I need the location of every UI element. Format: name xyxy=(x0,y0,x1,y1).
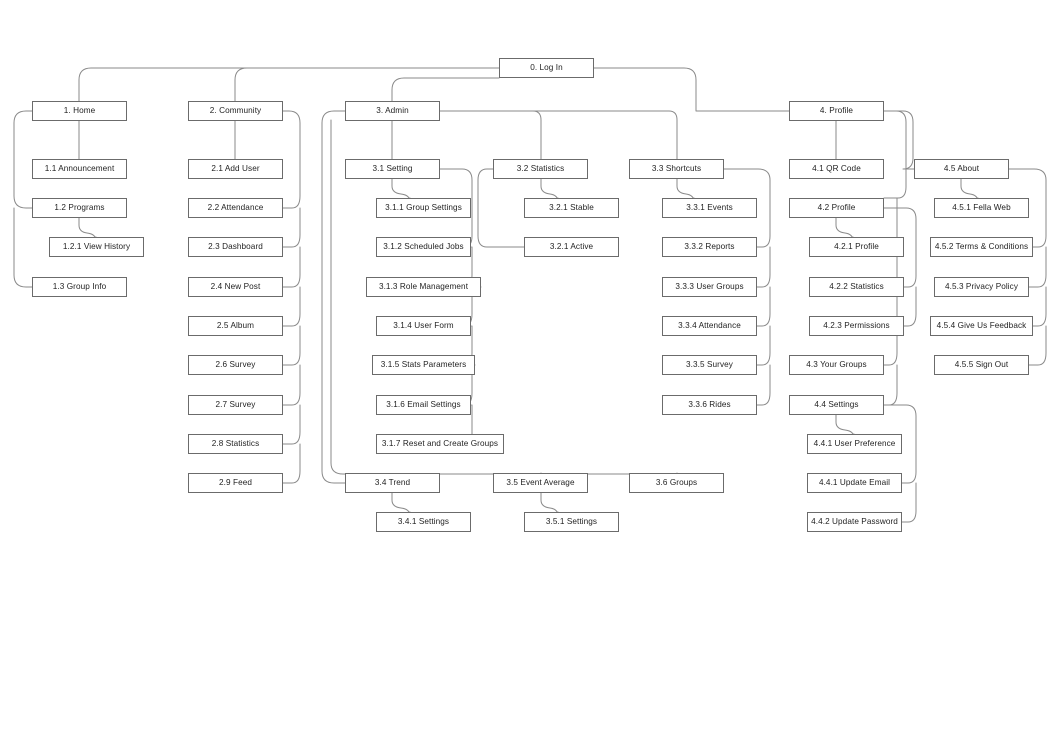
sitemap-node-n4_2_2[interactable]: 4.2.2 Statistics xyxy=(809,277,904,297)
sitemap-node-n2_4[interactable]: 2.4 New Post xyxy=(188,277,283,297)
connector-n4_5-to-n4_5_4 xyxy=(1032,286,1047,327)
sitemap-node-n4_5_2[interactable]: 4.5.2 Terms & Conditions xyxy=(930,237,1033,257)
sitemap-node-n3_1_4[interactable]: 3.1.4 User Form xyxy=(376,316,471,336)
sitemap-node-n3_3_5[interactable]: 3.3.5 Survey xyxy=(662,355,757,375)
sitemap-node-n1_3[interactable]: 1.3 Group Info xyxy=(32,277,127,297)
sitemap-node-n2_3[interactable]: 2.3 Dashboard xyxy=(188,237,283,257)
sitemap-node-n3[interactable]: 3. Admin xyxy=(345,101,440,121)
sitemap-node-n3_2_1a[interactable]: 3.2.1 Stable xyxy=(524,198,619,218)
connector-n3_3-to-n3_3_4 xyxy=(756,286,771,327)
connector-n3-to-n3_4 xyxy=(321,110,346,484)
sitemap-node-n3_3_1[interactable]: 3.3.1 Events xyxy=(662,198,757,218)
connector-n4_4-to-n4_4_2 xyxy=(901,482,917,523)
connector-n4_2-to-n4_2_3 xyxy=(903,286,917,327)
sitemap-node-n3_2[interactable]: 3.2 Statistics xyxy=(493,159,588,179)
connector-n0-to-n3 xyxy=(391,77,500,102)
connector-n0-to-n4 xyxy=(593,67,790,112)
sitemap-node-n3_6[interactable]: 3.6 Groups xyxy=(629,473,724,493)
sitemap-node-n3_4[interactable]: 3.4 Trend xyxy=(345,473,440,493)
sitemap-node-n3_4_1[interactable]: 3.4.1 Settings xyxy=(376,512,471,532)
sitemap-node-n4_3[interactable]: 4.3 Your Groups xyxy=(789,355,884,375)
sitemap-node-n4_4_1a[interactable]: 4.4.1 User Preference xyxy=(807,434,902,454)
sitemap-node-n4_4_2[interactable]: 4.4.2 Update Password xyxy=(807,512,902,532)
sitemap-node-n2_9[interactable]: 2.9 Feed xyxy=(188,473,283,493)
sitemap-node-n2[interactable]: 2. Community xyxy=(188,101,283,121)
connector-n4-to-n4_4 xyxy=(883,364,898,406)
sitemap-node-n3_2_1b[interactable]: 3.2.1 Active xyxy=(524,237,619,257)
sitemap-node-n3_5[interactable]: 3.5 Event Average xyxy=(493,473,588,493)
connector-n0-to-n1 xyxy=(78,67,500,102)
sitemap-node-n1_2[interactable]: 1.2 Programs xyxy=(32,198,127,218)
sitemap-node-n4_1[interactable]: 4.1 QR Code xyxy=(789,159,884,179)
connector-n2-to-n2_3 xyxy=(282,207,301,248)
sitemap-node-n3_3_4[interactable]: 3.3.4 Attendance xyxy=(662,316,757,336)
sitemap-node-n4_5[interactable]: 4.5 About xyxy=(914,159,1009,179)
sitemap-node-n3_3_6[interactable]: 3.3.6 Rides xyxy=(662,395,757,415)
sitemap-node-n3_1_1[interactable]: 3.1.1 Group Settings xyxy=(376,198,471,218)
connector-n2-to-n2_5 xyxy=(282,286,301,327)
connector-n2-to-n2_2 xyxy=(282,110,301,209)
sitemap-node-n4_5_5[interactable]: 4.5.5 Sign Out xyxy=(934,355,1029,375)
sitemap-node-n4_5_1[interactable]: 4.5.1 Fella Web xyxy=(934,198,1029,218)
sitemap-node-n2_8[interactable]: 2.8 Statistics xyxy=(188,434,283,454)
sitemap-node-n4_4_1b[interactable]: 4.4.1 Update Email xyxy=(807,473,902,493)
connector-n2-to-n2_4 xyxy=(282,246,301,288)
sitemap-node-n2_6[interactable]: 2.6 Survey xyxy=(188,355,283,375)
sitemap-node-n4_2[interactable]: 4.2 Profile xyxy=(789,198,884,218)
connector-n4-to-n4_5 xyxy=(883,110,915,170)
sitemap-node-n3_1_6[interactable]: 3.1.6 Email Settings xyxy=(376,395,471,415)
sitemap-node-n3_1_3[interactable]: 3.1.3 Role Management xyxy=(366,277,481,297)
connector-n2-to-n2_7 xyxy=(282,364,301,406)
connector-n3-to-n3_2 xyxy=(439,110,542,160)
connector-n2-to-n2_6 xyxy=(282,325,301,366)
sitemap-node-n3_1_2[interactable]: 3.1.2 Scheduled Jobs xyxy=(376,237,471,257)
sitemap-node-n2_2[interactable]: 2.2 Attendance xyxy=(188,198,283,218)
connector-n3_3-to-n3_3_3 xyxy=(756,246,771,288)
sitemap-node-n3_1_5[interactable]: 3.1.5 Stats Parameters xyxy=(372,355,475,375)
sitemap-node-n1_2_1[interactable]: 1.2.1 View History xyxy=(49,237,144,257)
sitemap-node-n4_4[interactable]: 4.4 Settings xyxy=(789,395,884,415)
connector-n2-to-n2_8 xyxy=(282,404,301,445)
sitemap-node-n2_7[interactable]: 2.7 Survey xyxy=(188,395,283,415)
sitemap-node-n3_5_1[interactable]: 3.5.1 Settings xyxy=(524,512,619,532)
sitemap-node-n3_3_3[interactable]: 3.3.3 User Groups xyxy=(662,277,757,297)
sitemap-node-n4_2_3[interactable]: 4.2.3 Permissions xyxy=(809,316,904,336)
sitemap-node-n3_1_7[interactable]: 3.1.7 Reset and Create Groups xyxy=(376,434,504,454)
sitemap-node-n0[interactable]: 0. Log In xyxy=(499,58,594,78)
sitemap-node-n4_2_1[interactable]: 4.2.1 Profile xyxy=(809,237,904,257)
sitemap-node-n3_3[interactable]: 3.3 Shortcuts xyxy=(629,159,724,179)
connector-n1-to-n1_2 xyxy=(13,110,33,209)
connector-n0-to-n2 xyxy=(234,67,500,102)
sitemap-node-n2_1[interactable]: 2.1 Add User xyxy=(188,159,283,179)
sitemap-node-n3_1[interactable]: 3.1 Setting xyxy=(345,159,440,179)
sitemap-node-n1_1[interactable]: 1.1 Announcement xyxy=(32,159,127,179)
connector-n3_3-to-n3_3_5 xyxy=(756,325,771,366)
connector-n3-to-n3_3 xyxy=(439,110,678,160)
connector-n4-to-n4_2 xyxy=(883,110,907,199)
sitemap-node-n3_3_2[interactable]: 3.3.2 Reports xyxy=(662,237,757,257)
sitemap-node-n4[interactable]: 4. Profile xyxy=(789,101,884,121)
connector-n2-to-n2_9 xyxy=(282,443,301,484)
sitemap-node-n2_5[interactable]: 2.5 Album xyxy=(188,316,283,336)
sitemap-node-n4_5_4[interactable]: 4.5.4 Give Us Feedback xyxy=(930,316,1033,336)
connector-n3_2-to-n3_2_1b xyxy=(477,168,525,248)
sitemap-node-n4_5_3[interactable]: 4.5.3 Privacy Policy xyxy=(934,277,1029,297)
sitemap-node-n1[interactable]: 1. Home xyxy=(32,101,127,121)
connector-n1-to-n1_3 xyxy=(13,207,33,288)
connector-n3_3-to-n3_3_6 xyxy=(756,364,771,406)
